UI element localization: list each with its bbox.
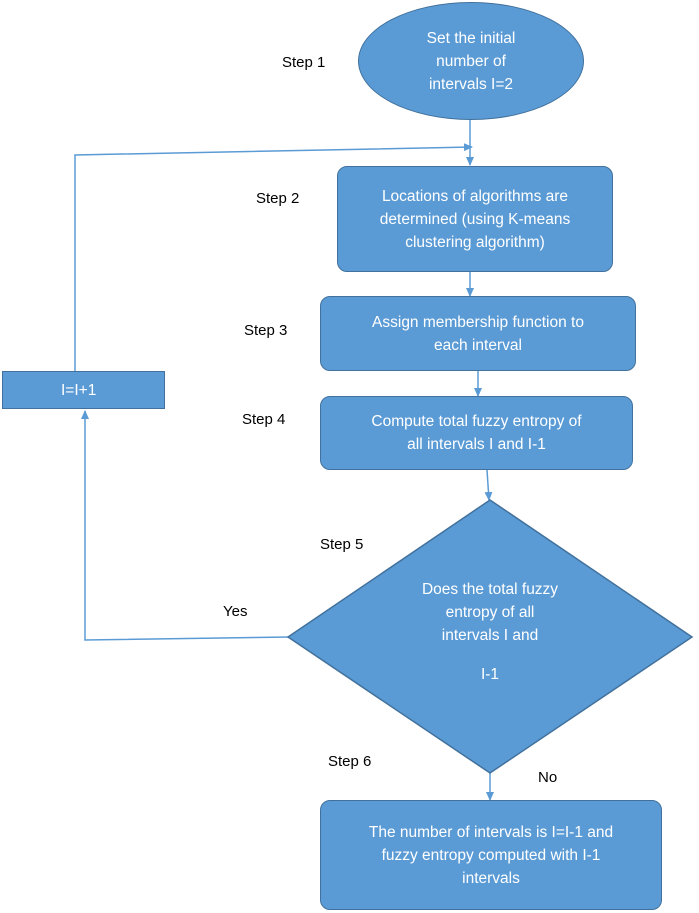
step-5-label: Step 5 <box>320 536 364 553</box>
locations-box: Locations of algorithms are determined (… <box>337 166 613 272</box>
step-4-label: Step 4 <box>242 411 286 428</box>
locations-line-2: determined (using K-means <box>379 210 571 228</box>
arrow-increment-loop-back <box>74 143 473 371</box>
increment-box: I=I+1 <box>2 371 165 409</box>
decision-line-1: Does the total fuzzy <box>421 581 559 598</box>
locations-line-3: clustering algorithm) <box>405 233 545 251</box>
decision-text: Does the total fuzzy entropy of all inte… <box>380 578 600 686</box>
entropy-line-2: all intervals I and I-1 <box>407 436 546 453</box>
arrow-decision-yes-to-increment <box>81 410 291 641</box>
step-3-label: Step 3 <box>244 322 288 339</box>
yes-label: Yes <box>223 603 248 620</box>
entropy-box: Compute total fuzzy entropy of all inter… <box>320 396 633 470</box>
step-1-label: Step 1 <box>282 54 326 71</box>
result-box: The number of intervals is I=I-1 and fuz… <box>320 800 662 910</box>
increment-label: I=I+1 <box>61 381 97 399</box>
result-line-3: intervals <box>462 869 520 887</box>
membership-line-2: each interval <box>434 336 522 354</box>
no-label: No <box>538 769 558 786</box>
locations-line-1: Locations of algorithms are <box>381 187 569 205</box>
decision-line-3: intervals I and <box>441 627 539 644</box>
decision-line-4: I-1 <box>480 666 500 683</box>
decision-line-2: entropy of all <box>445 604 535 621</box>
start-line-1: Set the initial <box>426 29 516 47</box>
decision-diamond <box>286 499 694 774</box>
result-line-1: The number of intervals is I=I-1 and <box>368 823 614 841</box>
result-line-2: fuzzy entropy computed with I-1 <box>381 846 601 864</box>
start-line-3: intervals I=2 <box>428 75 513 93</box>
membership-line-1: Assign membership function to <box>372 313 584 331</box>
arrow-entropy-to-decision <box>484 469 493 501</box>
step-6-label: Step 6 <box>328 753 372 770</box>
start-oval: Set the initial number of intervals I=2 <box>358 2 584 120</box>
step-2-label: Step 2 <box>256 190 300 207</box>
start-line-2: number of <box>436 52 506 70</box>
entropy-line-1: Compute total fuzzy entropy of <box>371 413 582 430</box>
membership-box: Assign membership function to each inter… <box>320 296 636 371</box>
